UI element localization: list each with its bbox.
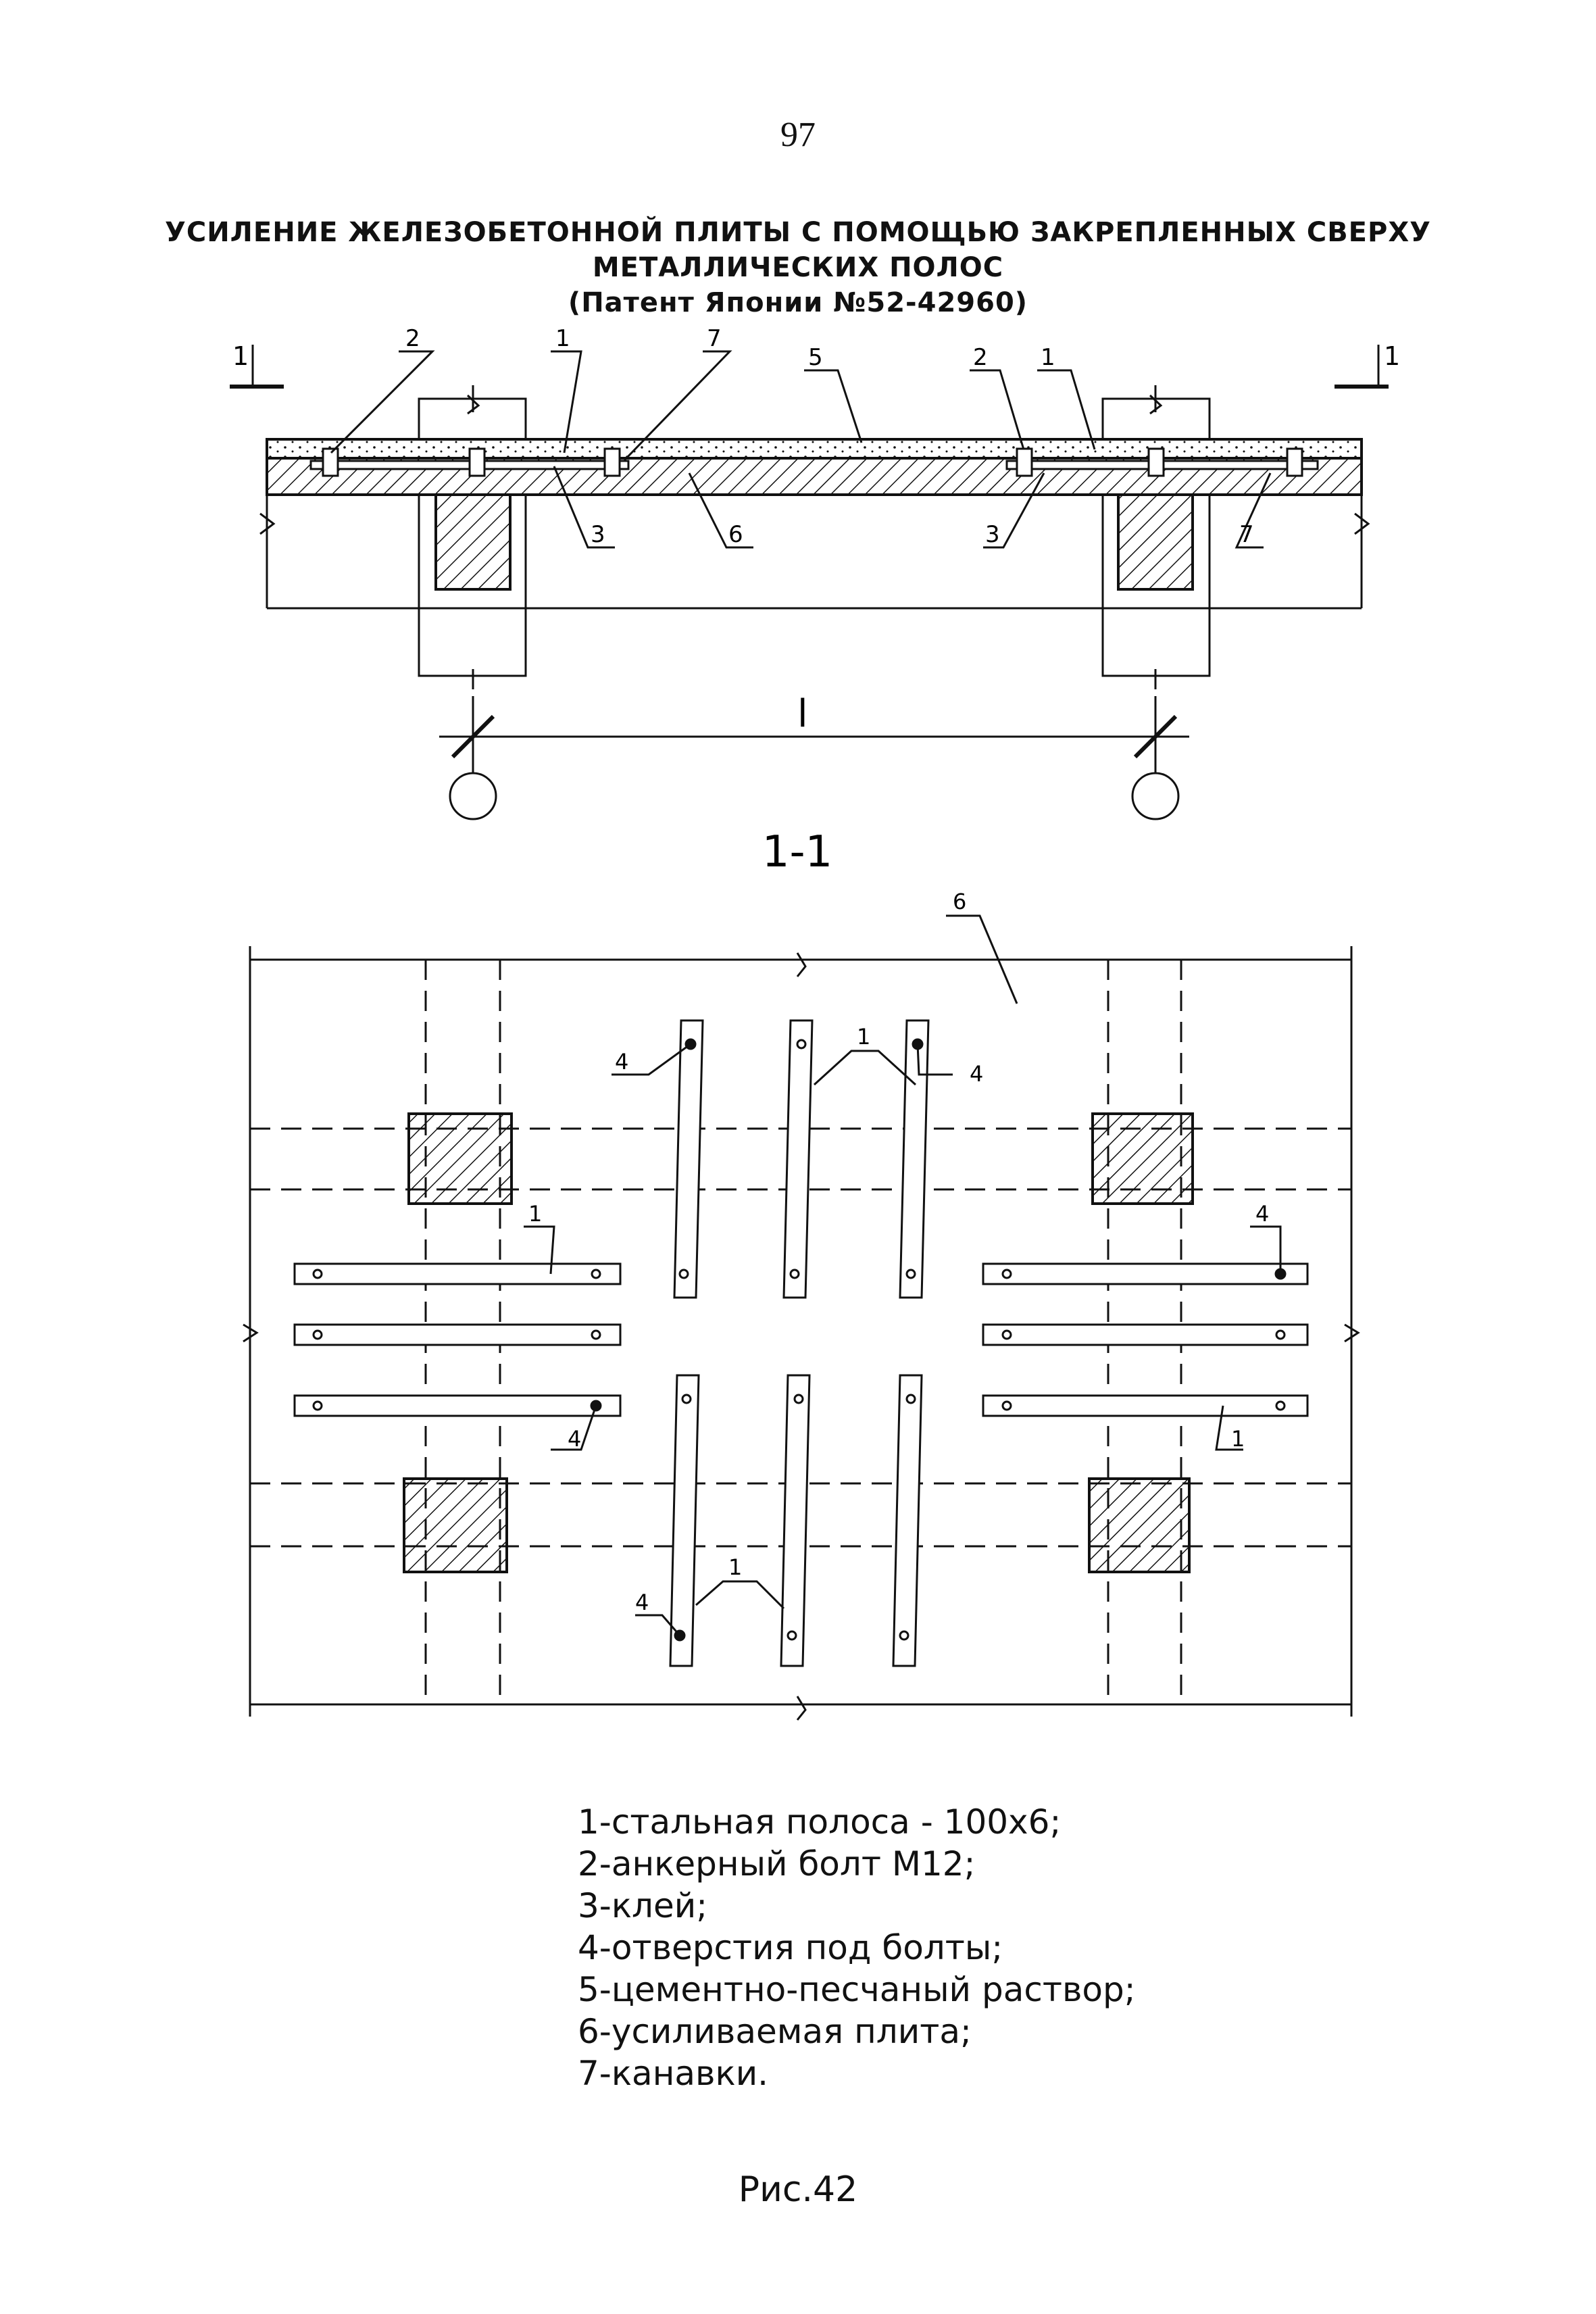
plan-strips-horizontal (293, 1262, 1309, 1417)
column-left (418, 385, 527, 689)
column-right (1101, 385, 1211, 689)
callout-holes-left: 4 (568, 1426, 581, 1452)
callout-strip-right: 1 (1231, 1426, 1245, 1452)
legend-item-6: 6-усиливаемая плита; (578, 2012, 972, 2051)
anchor-bolts-elevation (322, 447, 1303, 477)
plan-column-top-right (1091, 1112, 1194, 1205)
callout-glue-left: 3 (591, 521, 605, 548)
plan-column-bottom-right (1088, 1477, 1191, 1573)
callout-strip-right: 1 (1041, 344, 1055, 371)
page-number: 97 (780, 116, 816, 154)
beam-right (1117, 493, 1194, 591)
legend-item-3: 3-клей; (578, 1886, 708, 1925)
plan-border (243, 946, 1360, 1721)
callout-glue-right: 3 (985, 521, 1000, 548)
callout-holes-top-right: 4 (970, 1061, 983, 1087)
section-title: 1-1 (762, 827, 833, 877)
callout-grooves-left: 7 (707, 325, 722, 352)
title-line-2: МЕТАЛЛИЧЕСКИХ ПОЛОС (592, 252, 1004, 283)
drawing-title: УСИЛЕНИЕ ЖЕЛЕЗОБЕТОННОЙ ПЛИТЫ С ПОМОЩЬЮ … (0, 215, 1596, 320)
callout-grooves-right: 7 (1239, 521, 1254, 548)
callout-strip-left: 1 (555, 325, 570, 352)
figure-caption: Рис.42 (738, 2169, 858, 2210)
span-label: l (797, 692, 808, 736)
callout-anchor-bolt-right: 2 (973, 344, 988, 371)
section-marker-left-label: 1 (232, 341, 249, 371)
plan-column-top-left (407, 1112, 513, 1205)
plan-view: 6 4 4 1 1 4 4 1 4 1 (243, 889, 1360, 1721)
plan-column-bottom-left (403, 1477, 508, 1573)
title-line-1: УСИЛЕНИЕ ЖЕЛЕЗОБЕТОННОЙ ПЛИТЫ С ПОМОЩЬЮ … (165, 217, 1431, 248)
title-line-3: (Патент Японии №52-42960) (568, 287, 1028, 318)
legend-item-7: 7-канавки. (578, 2054, 769, 2093)
callout-strips-bottom: 1 (728, 1554, 742, 1580)
callout-slab-elevation: 6 (728, 521, 743, 548)
section-marker-right-label: 1 (1384, 341, 1400, 371)
beam-left (434, 493, 512, 591)
beam-lower-lines (259, 495, 1370, 610)
legend: 1-стальная полоса - 100х6; 2-анкерный бо… (578, 1801, 1136, 2094)
elevation-view: 1 1 (230, 325, 1400, 820)
section-marker-left: 1 (230, 341, 284, 389)
mortar-layer (266, 438, 1363, 460)
legend-item-4: 4-отверстия под болты; (578, 1928, 1003, 1967)
elevation-callouts (330, 350, 1272, 549)
callout-anchor-bolt-left: 2 (405, 325, 420, 352)
callout-holes-right: 4 (1255, 1201, 1269, 1227)
span-dimension (439, 696, 1189, 820)
callout-mortar: 5 (808, 344, 823, 371)
plan-bolt-holes (312, 1038, 1287, 1642)
callout-strip-left: 1 (528, 1201, 542, 1227)
plan-strips-vertical (669, 1019, 930, 1667)
section-marker-right: 1 (1335, 341, 1400, 389)
callout-holes-top-left: 4 (615, 1049, 628, 1075)
legend-item-2: 2-анкерный болт М12; (578, 1844, 976, 1884)
callout-strips-top: 1 (857, 1024, 870, 1050)
legend-item-1: 1-стальная полоса - 100х6; (578, 1802, 1062, 1842)
plan-callout-leaders (524, 914, 1282, 1636)
callout-slab-plan: 6 (953, 889, 966, 914)
legend-item-5: 5-цементно-песчаный раствор; (578, 1970, 1136, 2009)
callout-holes-bottom: 4 (635, 1590, 649, 1615)
